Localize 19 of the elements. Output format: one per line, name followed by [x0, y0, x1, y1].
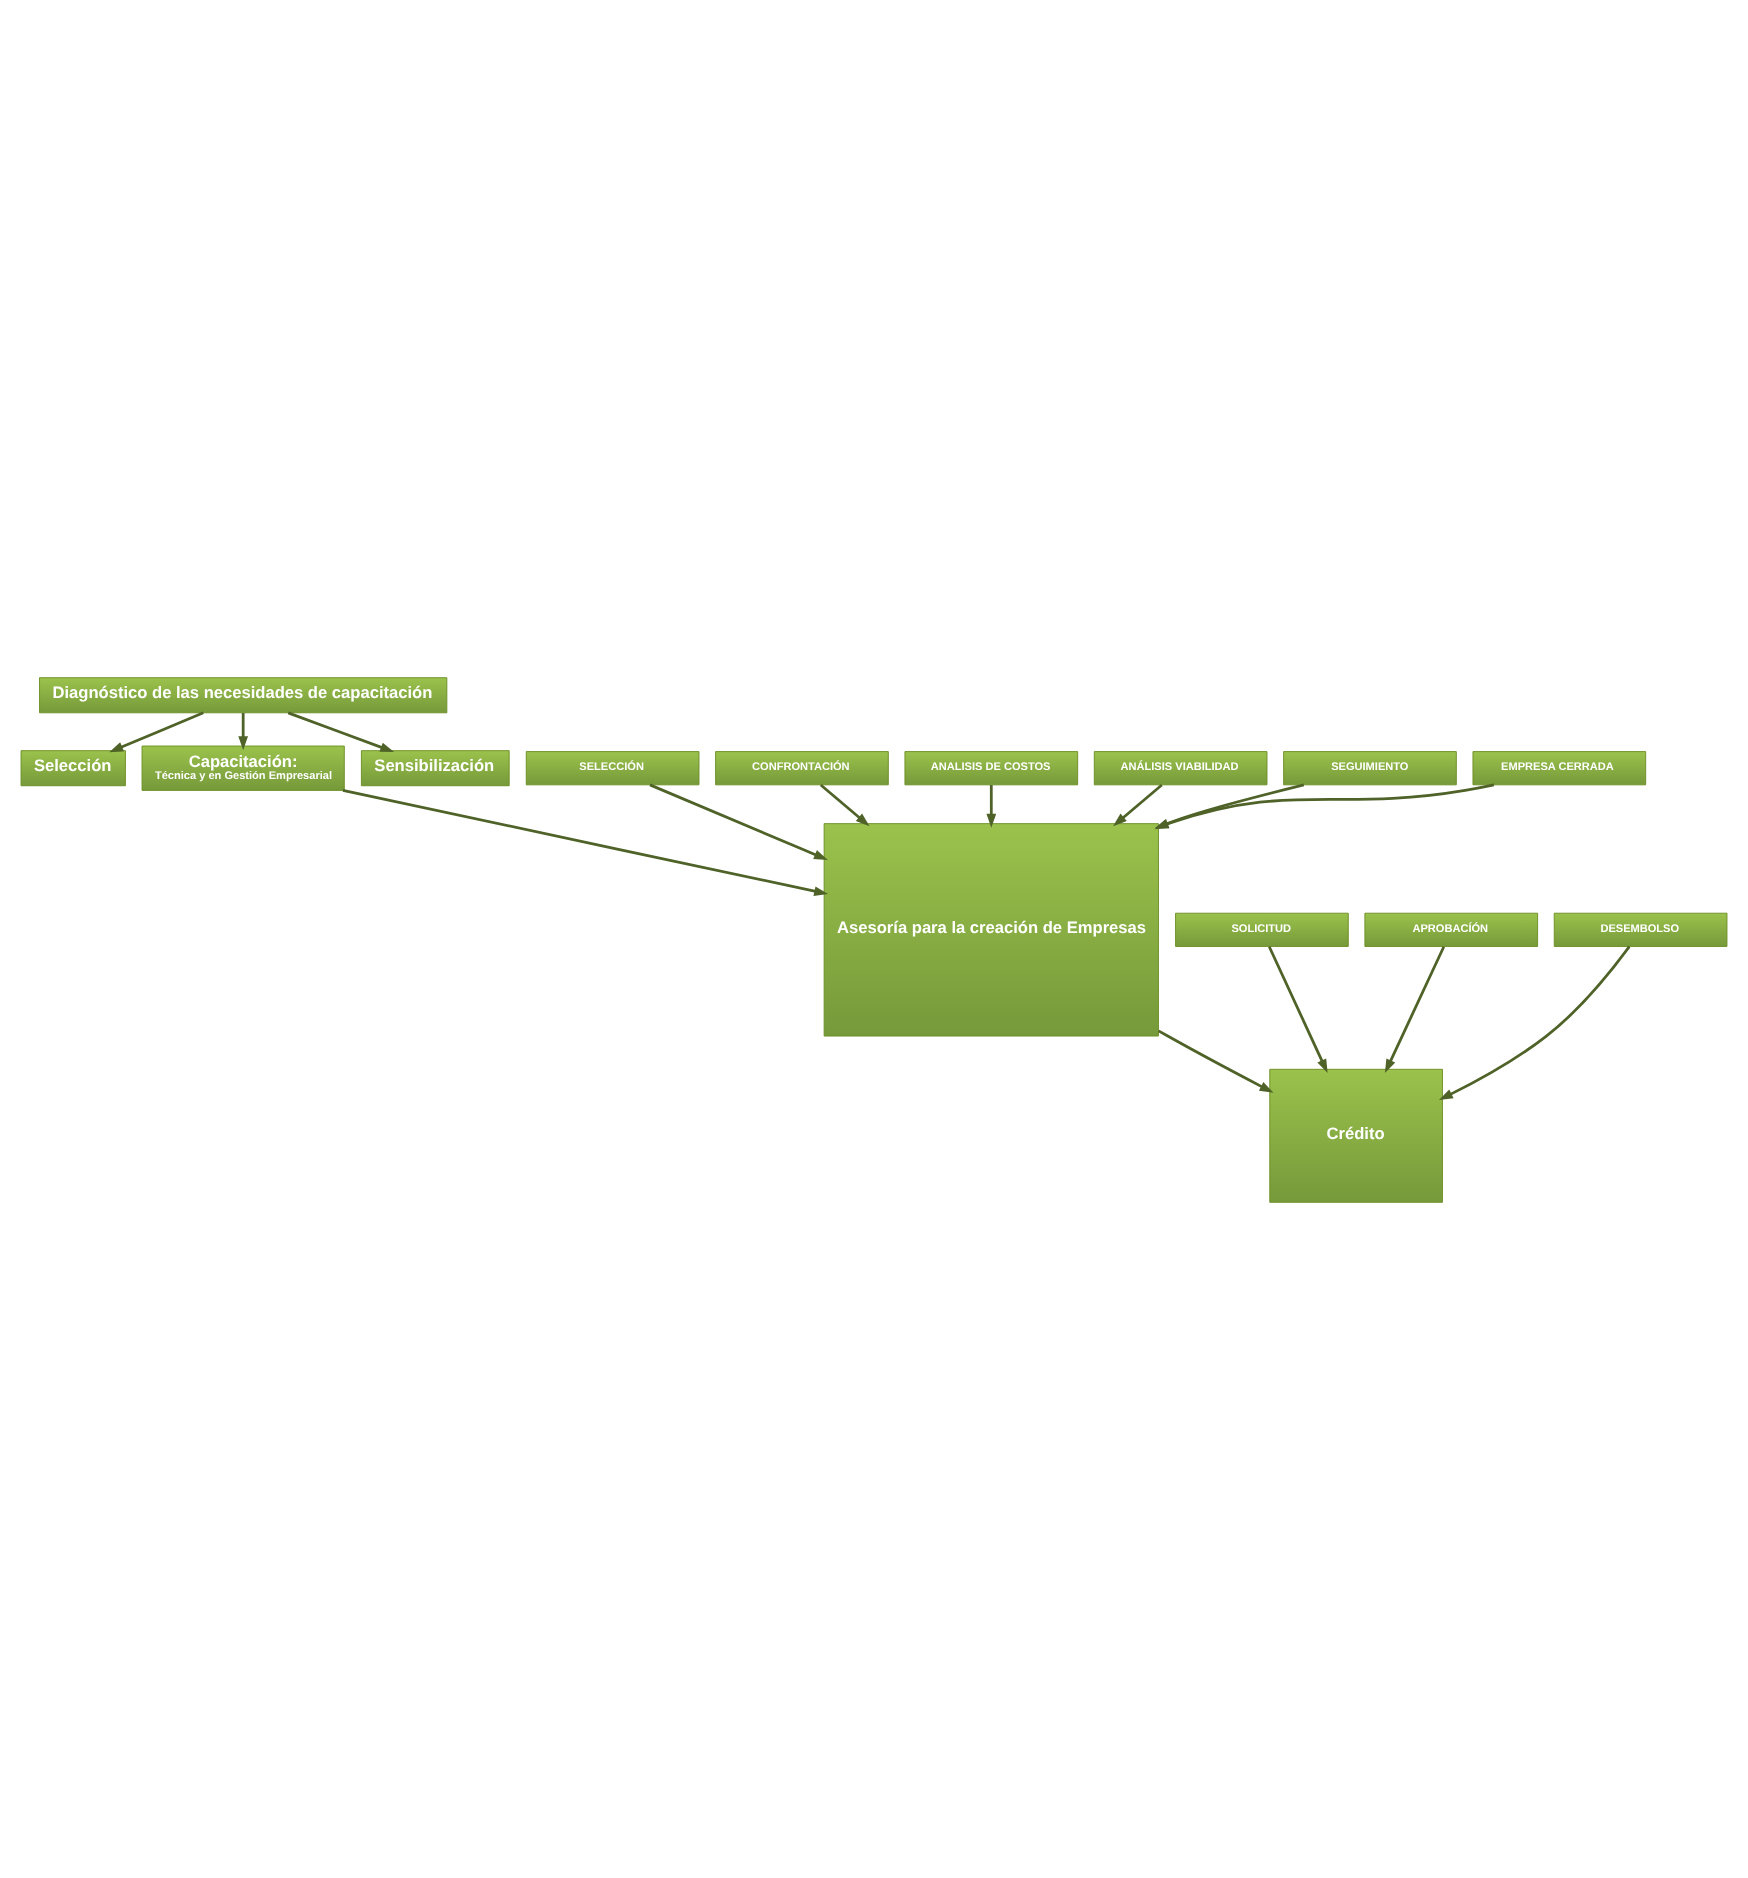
arrow: [109, 710, 204, 752]
arrow: [1384, 945, 1446, 1073]
arrow: [342, 788, 829, 895]
node-box: Crédito: [1269, 1067, 1443, 1202]
arrow: [1438, 944, 1631, 1099]
arrow: [819, 783, 870, 826]
arrow: [1154, 782, 1495, 828]
arrow: [1113, 783, 1163, 826]
arrow: [1268, 945, 1328, 1073]
node-box: Selección: [20, 749, 126, 786]
node-box: Diagnóstico de las necesidades de capacitación: [39, 676, 448, 713]
arrow: [986, 784, 997, 827]
arrow: [649, 782, 828, 859]
arrow: [1157, 1028, 1274, 1092]
arrow: [238, 712, 249, 750]
node-box: Asesoría para la creación de Empresas: [823, 822, 1159, 1036]
arrow: [1154, 782, 1305, 829]
node-box: Sensibilización: [360, 749, 510, 786]
arrow: [287, 710, 395, 752]
